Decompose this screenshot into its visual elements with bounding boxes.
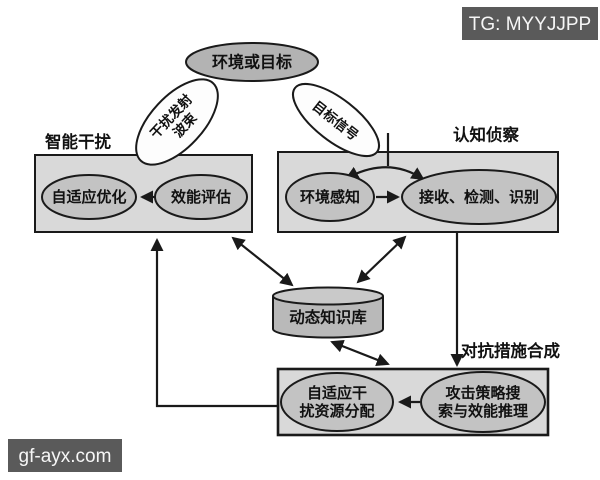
watermark-badge: gf-ayx.com <box>8 439 122 472</box>
resource-allocation-ellipse <box>280 372 394 432</box>
recon-section-title: 认知侦察 <box>453 125 520 145</box>
environment-sensing-label: 环境感知 <box>300 188 360 206</box>
tg-badge-label: TG: MYYJJPP <box>469 14 591 35</box>
receive-detect-identify-ellipse <box>401 169 557 225</box>
environment-node: 环境或目标 <box>185 42 319 82</box>
countermeasure-section-title: 对抗措施合成 <box>461 341 561 361</box>
adaptive-optimization-ellipse <box>41 174 137 220</box>
receive-detect-identify-node: 接收、检测、识别 <box>401 169 557 225</box>
arrow-recon-knowledge <box>356 235 407 284</box>
attack-strategy-ellipse <box>420 371 546 433</box>
resource-allocation-label-line1: 自适应干 <box>307 384 367 402</box>
effectiveness-evaluation-label: 效能评估 <box>171 188 231 206</box>
environment-label: 环境或目标 <box>212 53 292 72</box>
environment-sensing-ellipse <box>285 172 375 222</box>
arrow-jamming-knowledge <box>231 236 294 287</box>
attack-strategy-label-line1: 攻击策略搜 <box>445 384 521 402</box>
arrow-feedback-to-jamming <box>150 238 278 408</box>
resource-allocation-node: 自适应干 扰资源分配 <box>280 372 394 432</box>
resource-allocation-label-line2: 扰资源分配 <box>299 402 374 420</box>
attack-strategy-node: 攻击策略搜 索与效能推理 <box>420 371 546 433</box>
attack-strategy-label-line2: 索与效能推理 <box>438 402 528 420</box>
target-signal-outline <box>292 82 380 158</box>
receive-detect-identify-label: 接收、检测、识别 <box>419 188 539 206</box>
adaptive-optimization-label: 自适应优化 <box>51 188 126 206</box>
jamming-beam-outline <box>135 78 219 166</box>
knowledge-base-cylinder-body <box>272 296 384 339</box>
environment-ellipse <box>185 42 319 82</box>
arc-sensing-receive-feedback <box>345 166 425 181</box>
tg-badge: TG: MYYJJPP <box>462 7 598 40</box>
watermark-label: gf-ayx.com <box>19 446 112 467</box>
effectiveness-evaluation-ellipse <box>154 174 248 220</box>
tg-badge-background <box>462 7 598 40</box>
watermark-background <box>8 439 122 472</box>
knowledge-base-label: 动态知识库 <box>289 308 367 327</box>
knowledge-base-node: 动态知识库 <box>272 286 384 339</box>
jamming-section-title: 智能干扰 <box>45 132 112 152</box>
adaptive-optimization-node: 自适应优化 <box>41 174 137 220</box>
arrow-knowledge-countermeasure <box>330 339 390 367</box>
environment-sensing-node: 环境感知 <box>285 172 375 222</box>
knowledge-base-cylinder-top <box>272 286 384 306</box>
effectiveness-evaluation-node: 效能评估 <box>154 174 248 220</box>
